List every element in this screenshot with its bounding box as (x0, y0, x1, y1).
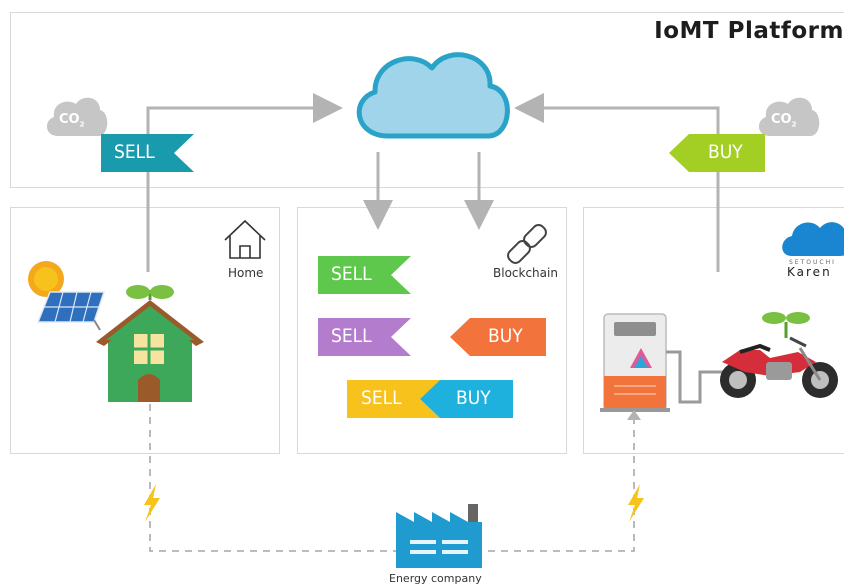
home-label: Home (228, 266, 264, 280)
lightning-left-icon (144, 484, 160, 522)
buy-blue-label: BUY (456, 387, 491, 409)
co2-cloud-right-icon (758, 97, 820, 136)
sell-tag-purple (318, 318, 411, 356)
energy-company-label: Energy company (389, 572, 482, 585)
karen-logo-icon (782, 222, 844, 256)
chain-link-icon (507, 224, 547, 264)
blockchain-label: Blockchain (493, 266, 558, 280)
buy-flow-arrow (514, 93, 720, 272)
sell-green-label: SELL (331, 263, 372, 285)
buy-tag-blue (420, 380, 513, 418)
cloud-icon (356, 52, 510, 139)
motorcycle-icon (720, 312, 838, 398)
solar-panel-icon (36, 291, 106, 331)
charging-station-icon (600, 313, 725, 412)
sell-top-label: SELL (114, 141, 155, 163)
co2-cloud-left-icon (46, 97, 108, 136)
sun-icon (28, 261, 64, 297)
buy-top-label: BUY (708, 141, 743, 163)
sell-purple-label: SELL (331, 325, 372, 347)
buy-tag-orange (450, 318, 546, 356)
buy-orange-label: BUY (488, 325, 523, 347)
karen-brand-name: Karen (787, 265, 832, 279)
co2-left-label: CO2 (59, 112, 85, 129)
platform-title: IoMT Platform (654, 18, 844, 44)
sell-tag-top (101, 134, 194, 172)
house-icon (96, 285, 204, 402)
sell-yellow-label: SELL (361, 387, 402, 409)
factory-icon (396, 504, 482, 568)
karen-brand-top: SETOUCHI (789, 259, 836, 266)
energy-dashed-lines (149, 404, 635, 552)
sell-tag-yellow (347, 380, 440, 418)
home-outline-icon (224, 219, 266, 259)
sell-flow-arrow (146, 93, 343, 272)
energy-arrowhead (627, 410, 641, 420)
co2-right-label: CO2 (771, 112, 797, 129)
buy-tag-top (669, 134, 765, 172)
lightning-right-icon (628, 484, 644, 522)
cloud-to-blockchain-arrows (363, 152, 494, 230)
sell-tag-green (318, 256, 411, 294)
